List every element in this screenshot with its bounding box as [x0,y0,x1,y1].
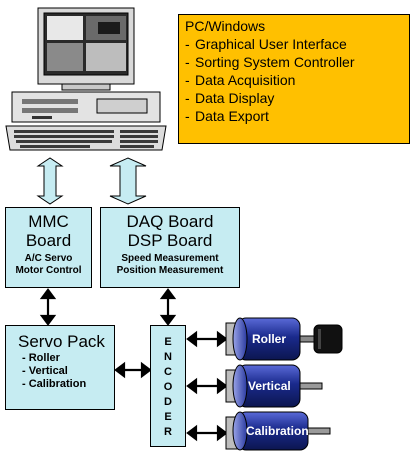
servo-pack: Servo Pack - Roller - Vertical - Calibra… [5,325,115,410]
encoder-letter: D [164,396,172,408]
pc-feature-line: -Sorting System Controller [185,54,355,70]
mmc-title-1: MMC [28,212,69,231]
pc-feature-line: PC/Windows [185,18,266,34]
encoder-letter: E [164,336,172,348]
encoder-block: E N C O D E R [150,325,186,447]
servo-pack-item: - Roller [22,352,60,364]
daq-title-2: DSP Board [127,231,213,250]
mmc-title-2: Board [25,231,72,250]
motor-vertical: Vertical [225,364,323,408]
motor-calibration: Calibration [225,411,331,451]
pc-features-box: PC/Windows -Graphical User Interface -So… [178,14,410,144]
encoder-letter: E [164,411,172,423]
encoder-letter: R [164,426,172,438]
pc-feature-line: -Graphical User Interface [185,36,347,52]
daq-board: DAQ Board DSP Board Speed Measurement Po… [100,207,240,288]
pc-feature-line: -Data Display [185,90,275,106]
encoder-letter: N [164,351,172,363]
daq-title-1: DAQ Board [126,212,214,231]
daq-sub-1: Speed Measurement [121,253,219,264]
daq-sub-2: Position Measurement [116,265,224,276]
mmc-sub-1: A/C Servo [24,253,73,264]
servo-pack-item: - Calibration [22,378,87,390]
motor-calibration-label: Calibration [246,424,309,438]
computer-illustration [5,7,167,151]
mmc-board: MMC Board A/C Servo Motor Control [5,207,92,288]
servo-pack-title: Servo Pack [18,332,105,351]
encoder-letter: O [163,381,173,393]
encoder-letter: C [164,366,172,378]
servo-pack-item: - Vertical [22,365,68,377]
pc-feature-line: -Data Acquisition [185,72,296,88]
motor-roller-label: Roller [252,332,286,346]
pc-feature-line: -Data Export [185,108,269,124]
motor-roller: Roller [225,317,343,361]
motor-vertical-label: Vertical [248,379,291,393]
mmc-sub-2: Motor Control [15,265,82,276]
